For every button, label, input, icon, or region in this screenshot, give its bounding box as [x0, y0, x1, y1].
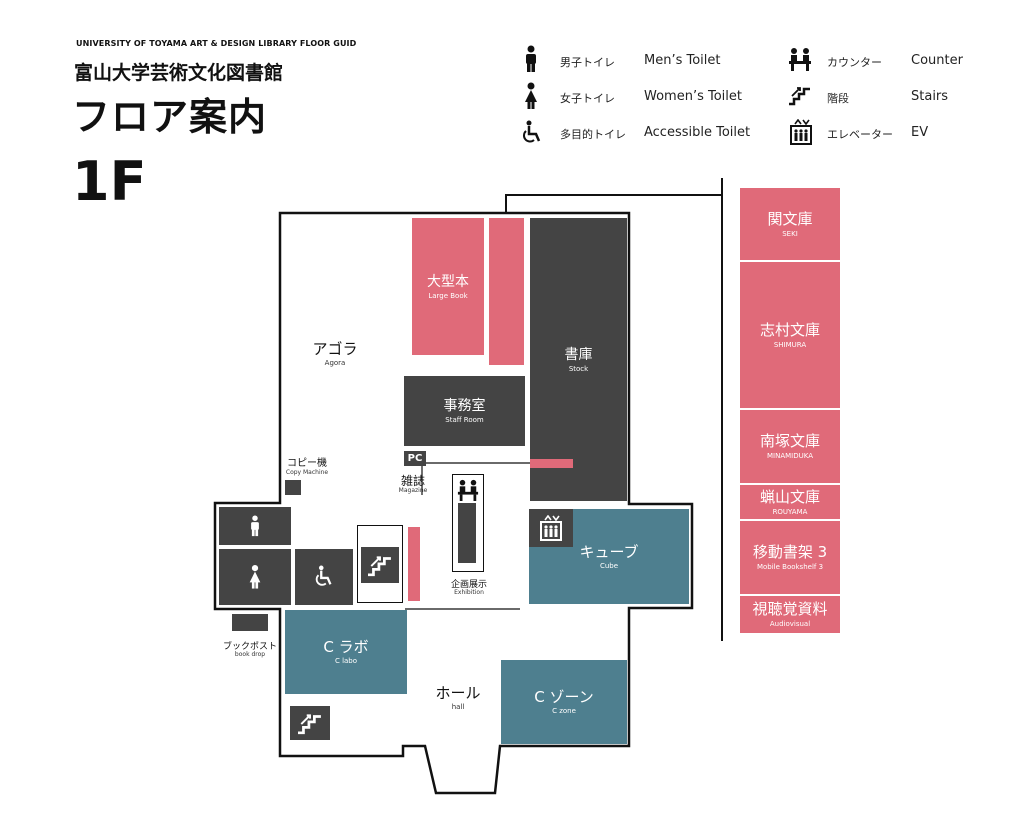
shelf-minamiduka-en: MINAMIDUKA	[766, 452, 813, 460]
room-stock-en: Stock	[568, 364, 589, 373]
magazine-shelf[interactable]	[408, 527, 420, 601]
legend-male-ja: 男子トイレ	[560, 56, 615, 69]
area-hall-en: hall	[451, 703, 465, 711]
shelf-mobile[interactable]: 移動書架 3 Mobile Bookshelf 3	[740, 521, 840, 596]
legend-male-en: Men’s Toilet	[644, 53, 721, 68]
page-title: フロア案内	[72, 95, 268, 139]
shelf-rouyama-ja: 蝋山文庫	[759, 487, 820, 506]
shelf-shimura[interactable]: 志村文庫 SHIMURA	[740, 262, 840, 410]
stairs-bottom[interactable]	[290, 706, 330, 740]
shelf-minamiduka-ja: 南塚文庫	[759, 432, 820, 450]
magazine-en: Magazine	[398, 487, 428, 494]
floor-label: 1F	[72, 150, 147, 213]
womens-toilet[interactable]	[219, 549, 291, 605]
female-icon	[249, 565, 261, 589]
pc-area[interactable]: PC	[404, 451, 426, 466]
book-post-en: book drop	[234, 651, 266, 658]
area-agora-en: Agora	[324, 359, 346, 367]
shelf-seki[interactable]: 関文庫 SEKI	[740, 188, 840, 262]
magazine-ja: 雑誌	[400, 474, 425, 488]
exhibition-ja: 企画展示	[450, 580, 487, 590]
room-czone[interactable]: C ゾーン C zone	[501, 660, 627, 744]
room-czone-en: C zone	[552, 707, 576, 715]
room-large-book[interactable]: 大型本 Large Book	[412, 218, 484, 355]
room-clabo[interactable]: C ラボ C labo	[285, 610, 407, 694]
shelf-strip-top	[489, 218, 524, 365]
shelf-seki-en: SEKI	[782, 229, 798, 238]
stairs-icon	[789, 87, 810, 106]
book-post[interactable]	[232, 614, 268, 631]
room-staff-ja: 事務室	[443, 398, 486, 414]
wheelchair-icon	[523, 120, 541, 143]
shelf-minamiduka[interactable]: 南塚文庫 MINAMIDUKA	[740, 410, 840, 485]
female-icon	[525, 82, 537, 109]
exhibition-frame	[452, 474, 484, 572]
male-icon	[251, 515, 259, 537]
copy-machine-en: Copy Machine	[285, 469, 329, 476]
legend-female-ja: 女子トイレ	[560, 92, 615, 105]
room-staff[interactable]: 事務室 Staff Room	[404, 376, 525, 446]
shelf-seki-ja: 関文庫	[767, 209, 813, 228]
elevator[interactable]	[529, 509, 573, 547]
legend-elevator-ja: エレベーター	[827, 128, 893, 141]
room-cube-ja: キューブ	[579, 542, 639, 561]
wheelchair-icon	[315, 565, 332, 586]
room-stock[interactable]: 書庫 Stock	[530, 218, 627, 501]
counter-icon	[457, 479, 479, 501]
room-large-book-en: Large Book	[428, 291, 468, 300]
room-stock-ja: 書庫	[564, 346, 593, 363]
legend-female-en: Women’s Toilet	[644, 89, 742, 104]
area-agora-ja: アゴラ	[312, 340, 358, 358]
shelf-shimura-en: SHIMURA	[773, 340, 807, 349]
elevator-icon	[790, 119, 812, 145]
guide-subtitle: UNIVERSITY OF TOYAMA ART & DESIGN LIBRAR…	[76, 39, 357, 48]
pc-label: PC	[407, 453, 423, 464]
shelf-audiovisual-en: Audiovisual	[769, 620, 811, 628]
exhibition-case[interactable]	[458, 503, 476, 563]
counter-icon	[789, 48, 811, 71]
stairs-frame	[357, 525, 403, 603]
accessible-toilet[interactable]	[295, 549, 353, 605]
legend-accessible-en: Accessible Toilet	[644, 125, 751, 140]
legend-counter-en: Counter	[911, 53, 963, 68]
legend-elevator-en: EV	[911, 125, 929, 140]
shelf-audiovisual[interactable]: 視聴覚資料 Audiovisual	[740, 596, 840, 633]
room-cube-en: Cube	[599, 561, 619, 570]
shelf-mobile-ja: 移動書架 3	[752, 543, 828, 561]
legend-stairs-en: Stairs	[911, 89, 949, 104]
shelf-mobile-en: Mobile Bookshelf 3	[756, 563, 824, 571]
room-clabo-en: C labo	[334, 657, 358, 665]
book-post-ja: ブックポスト	[222, 642, 277, 652]
legend-counter-ja: カウンター	[827, 56, 882, 69]
legend-stairs-ja: 階段	[827, 92, 849, 105]
shelf-shimura-ja: 志村文庫	[759, 320, 820, 339]
stairs-icon	[368, 556, 391, 577]
male-icon	[526, 45, 536, 72]
exhibition-en: Exhibition	[454, 589, 484, 596]
shelf-strip-small	[530, 459, 573, 468]
stairs-center[interactable]	[361, 547, 399, 583]
elevator-icon	[540, 515, 562, 541]
legend-accessible-ja: 多目的トイレ	[560, 128, 626, 141]
copy-machine-ja: コピー機	[287, 458, 327, 469]
library-name: 富山大学芸術文化図書館	[74, 62, 284, 84]
mens-toilet[interactable]	[219, 507, 291, 545]
area-hall-ja: ホール	[435, 684, 481, 702]
stairs-icon	[298, 714, 321, 735]
shelf-rouyama[interactable]: 蝋山文庫 ROUYAMA	[740, 485, 840, 521]
room-large-book-ja: 大型本	[427, 273, 469, 290]
copy-machine[interactable]	[285, 480, 301, 495]
shelf-audiovisual-ja: 視聴覚資料	[752, 600, 828, 618]
room-czone-ja: C ゾーン	[534, 688, 594, 706]
shelf-rouyama-en: ROUYAMA	[772, 507, 808, 516]
room-staff-en: Staff Room	[445, 416, 484, 424]
room-clabo-ja: C ラボ	[323, 638, 369, 656]
